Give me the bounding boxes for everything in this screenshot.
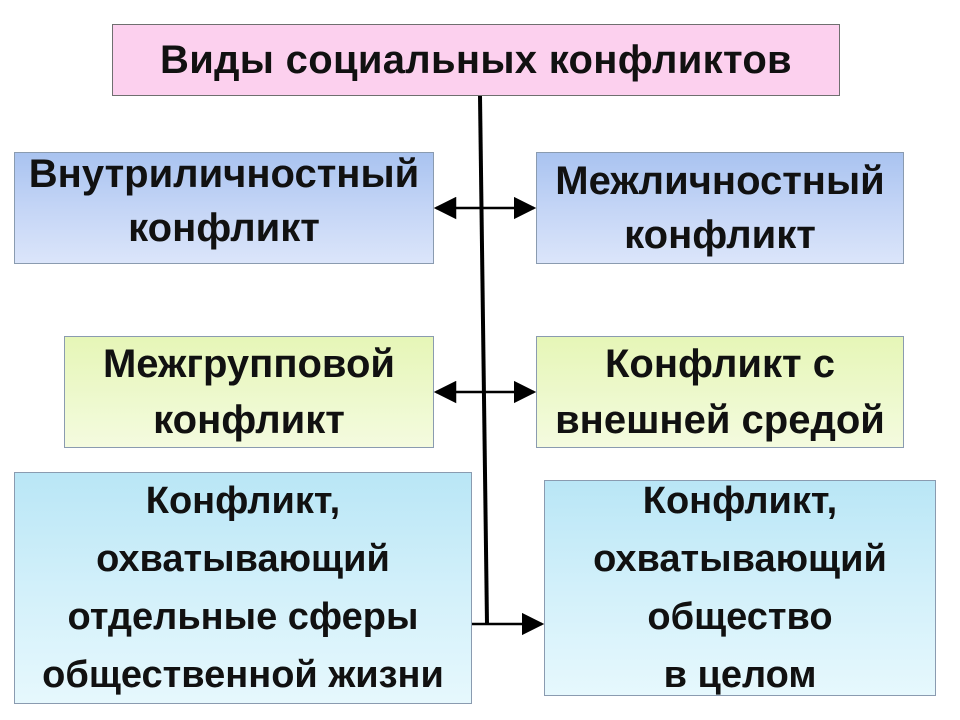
node-label-line: Конфликт, [642,480,838,522]
diagram-title-box: Виды социальных конфликтов [112,24,840,96]
node-label-line: Межгрупповой [102,342,396,386]
node-interpersonal-conflict: Межличностный конфликт [536,152,904,264]
diagram-title: Виды социальных конфликтов [160,37,792,82]
node-label-line: общественной жизни [42,654,444,696]
node-whole-society-conflict: Конфликт, охватывающий общество в целом [544,480,936,696]
node-label-line: охватывающий [96,538,390,580]
vertical-trunk-line [478,95,489,625]
node-intrapersonal-conflict: Внутриличностный конфликт [14,152,434,264]
node-label-line: Конфликт, [145,480,341,522]
node-label-line: Межличностный [555,159,885,203]
node-label-line: внешней средой [555,398,885,442]
node-external-environment-conflict: Конфликт с внешней средой [536,336,904,448]
node-label-line: отдельные сферы [67,596,419,638]
node-label-line: Внутриличностный [28,152,420,196]
node-label-line: общество [647,596,833,638]
node-label-line: конфликт [153,398,345,442]
node-label-line: конфликт [128,206,320,250]
node-label-line: охватывающий [593,538,887,580]
node-label-line: конфликт [624,213,816,257]
node-label-line: в целом [663,654,817,696]
node-social-spheres-conflict: Конфликт, охватывающий отдельные сферы о… [14,472,472,704]
node-label-line: Конфликт с [605,342,835,386]
node-intergroup-conflict: Межгрупповой конфликт [64,336,434,448]
